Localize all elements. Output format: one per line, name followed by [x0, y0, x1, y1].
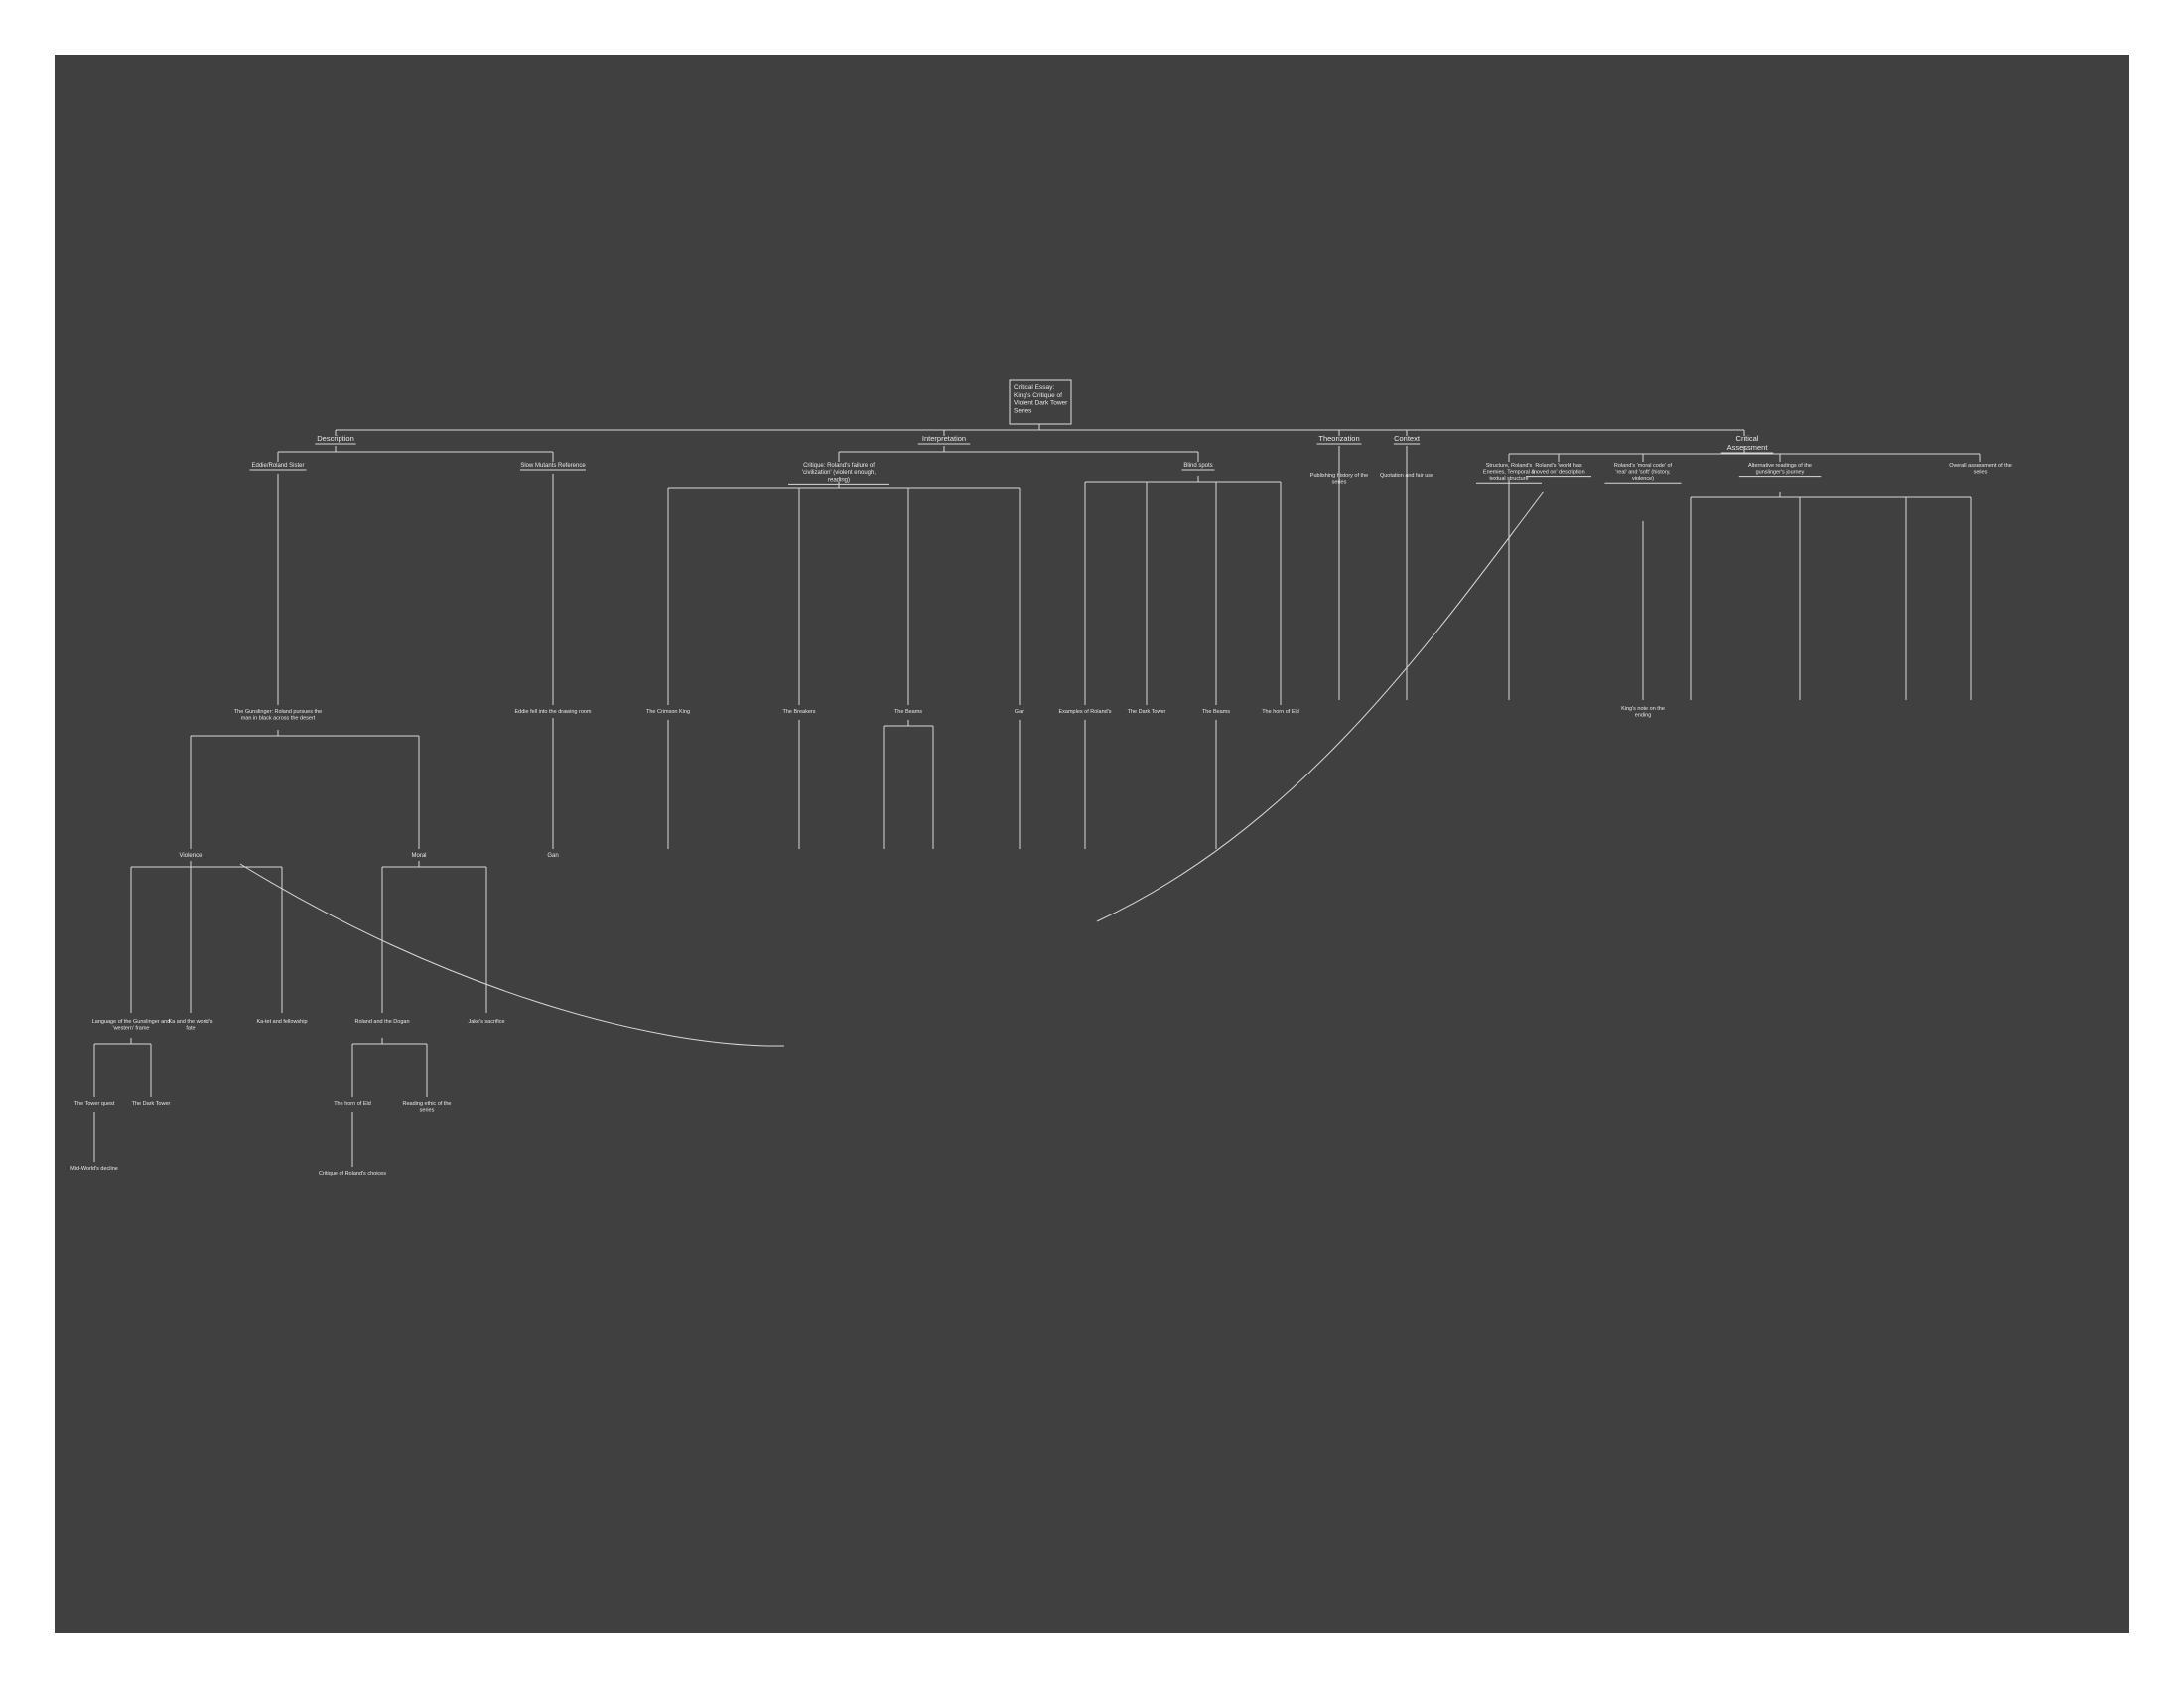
section-description: Description: [317, 434, 354, 443]
node-mid-world: Mid-World's decline: [70, 1166, 118, 1172]
node-eddie-point: Eddie fell into the drawing room: [514, 709, 591, 715]
node-breakers: The Breakers: [782, 709, 815, 715]
section-context: Context: [1394, 434, 1421, 443]
connector-lines: [93, 424, 1981, 1167]
sub-susannah: Slow Mutants Reference: [520, 463, 586, 469]
node-dark-tower: The Dark Tower: [132, 1101, 171, 1107]
section-theorization: Theorization: [1318, 434, 1359, 443]
sub-eddie: Eddie/Roland Sister: [251, 463, 304, 469]
crosslink-violence: [239, 863, 785, 1047]
section-interpretation: Interpretation: [922, 434, 966, 443]
node-roland-dogan: Roland and the Dogan: [354, 1019, 409, 1025]
node-lang-gunslinger: Language of the Gunslinger and'western' …: [92, 1019, 171, 1032]
node-tower-quest: The Tower quest: [74, 1101, 115, 1107]
node-jake: Jake's sacrifice: [468, 1019, 504, 1025]
node-crimson-king: The Crimson King: [646, 709, 690, 715]
node-beams: The Beams: [894, 709, 922, 715]
node-beams-2: The Beams: [1202, 709, 1230, 715]
node-violence: Violence: [180, 853, 204, 859]
node-dark-tower-2: The Dark Tower: [1128, 709, 1166, 715]
sub-blind-spots: Blind spots: [1183, 463, 1212, 469]
node-horn-2: The horn of Eld: [1262, 709, 1299, 715]
node-gan: Gan: [547, 853, 558, 859]
node-gan-2: Gan: [1015, 709, 1024, 715]
node-examples: Examples of Roland's: [1058, 709, 1111, 715]
sub-roland-brand: Roland's 'moral code' of'real' and 'soft…: [1614, 463, 1673, 482]
sub-critique: Critique: Roland's failure of'civilizati…: [802, 463, 876, 483]
root-node-box: [1009, 379, 1072, 425]
crosslink-structure: [1096, 491, 1545, 922]
node-horn: The horn of Eld: [334, 1101, 371, 1107]
node-ka-note: Ka-tet and fellowship: [256, 1019, 307, 1025]
node-context-text: Quotation and fair use: [1380, 473, 1433, 479]
node-moral: Moral: [411, 853, 426, 859]
node-critic-roland: Critique of Roland's choices: [319, 1171, 386, 1177]
